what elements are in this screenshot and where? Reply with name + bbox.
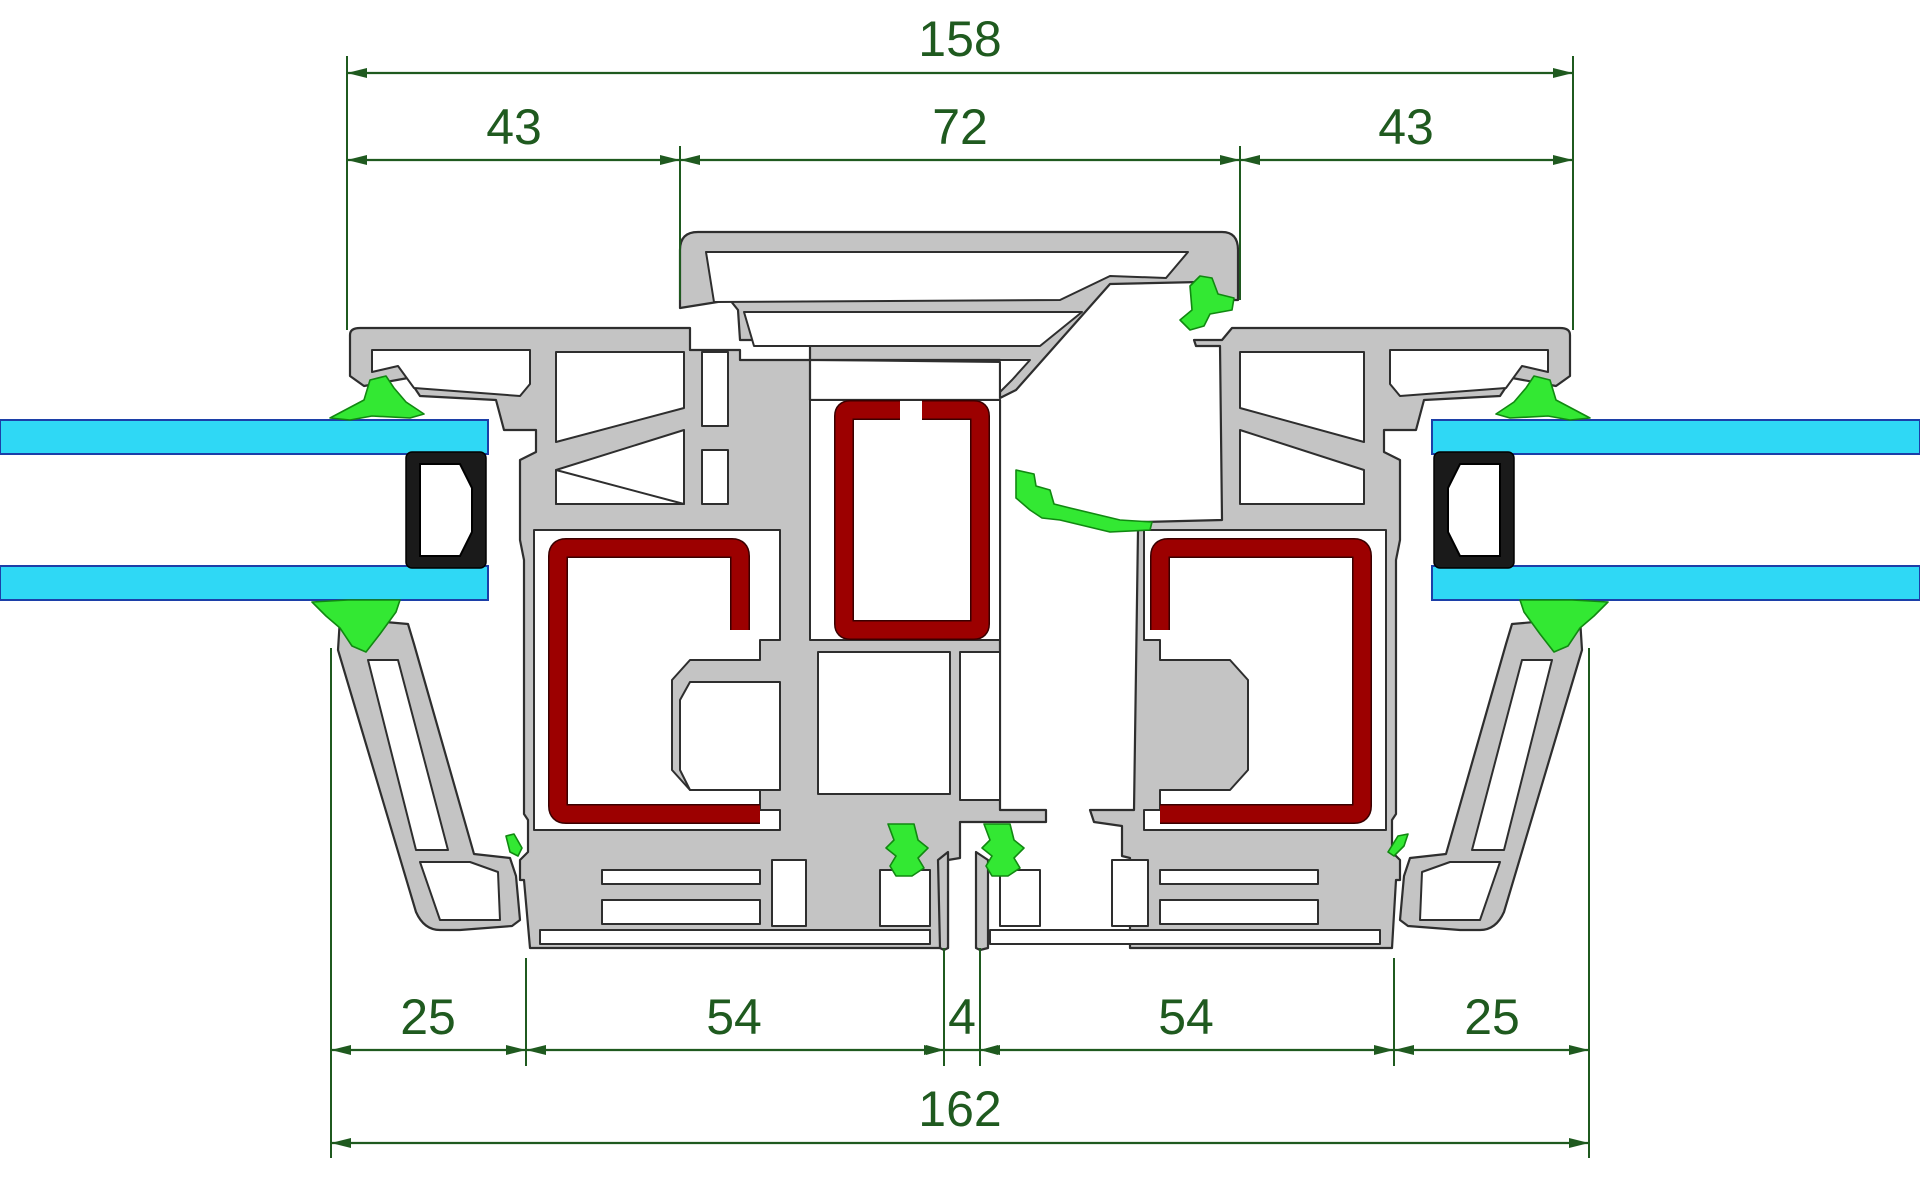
glass-pane-left-inner	[0, 565, 489, 601]
glass-pane-right-inner	[1431, 565, 1920, 601]
center-gap-profiles	[936, 850, 990, 952]
gasket-left-bottom	[311, 599, 401, 653]
glazing-right	[1431, 419, 1920, 601]
glass-pane-left-outer	[0, 419, 489, 455]
gaskets	[311, 275, 1609, 877]
gasket-small-right	[1387, 833, 1409, 857]
mullion-cap	[678, 230, 1240, 400]
glass-pane-right-outer	[1431, 419, 1920, 455]
right-frame-profile	[989, 326, 1572, 950]
gasket-small-left	[505, 833, 523, 857]
dimension-lines	[330, 56, 1590, 1158]
dim-label-top-right: 43	[1378, 99, 1434, 155]
dim-label-bottom-gap: 4	[948, 989, 976, 1045]
dim-label-bottom-left-bead: 25	[400, 989, 456, 1045]
left-frame-profile	[348, 326, 1048, 950]
gasket-right-bottom	[1519, 599, 1609, 653]
glass-spacer-right-cavity	[1447, 463, 1501, 557]
dim-label-bottom-left-frame: 54	[706, 989, 762, 1045]
glazing-bead-left	[336, 616, 522, 932]
dim-label-overall-bottom: 162	[918, 1081, 1001, 1137]
dim-label-bottom-right-bead: 25	[1464, 989, 1520, 1045]
dim-label-top-center: 72	[932, 99, 988, 155]
dim-label-bottom-right-frame: 54	[1158, 989, 1214, 1045]
gasket-center-latch	[1015, 469, 1153, 533]
glazing-bead-right	[1398, 616, 1584, 932]
gasket-bottom-left	[885, 823, 929, 877]
glass-spacer-left-cavity	[419, 463, 473, 557]
gasket-bottom-right	[981, 823, 1025, 877]
gasket-cap-right	[1179, 275, 1235, 331]
dimension-labels: 158 43 72 43 25 54 4 54 25 162	[400, 11, 1520, 1137]
glazing-left	[0, 419, 489, 601]
steel-reinforcements	[548, 400, 1372, 824]
dim-label-overall-top: 158	[918, 11, 1001, 67]
dim-label-top-left: 43	[486, 99, 542, 155]
gasket-left-top	[329, 375, 425, 421]
gasket-right-top	[1495, 375, 1591, 421]
